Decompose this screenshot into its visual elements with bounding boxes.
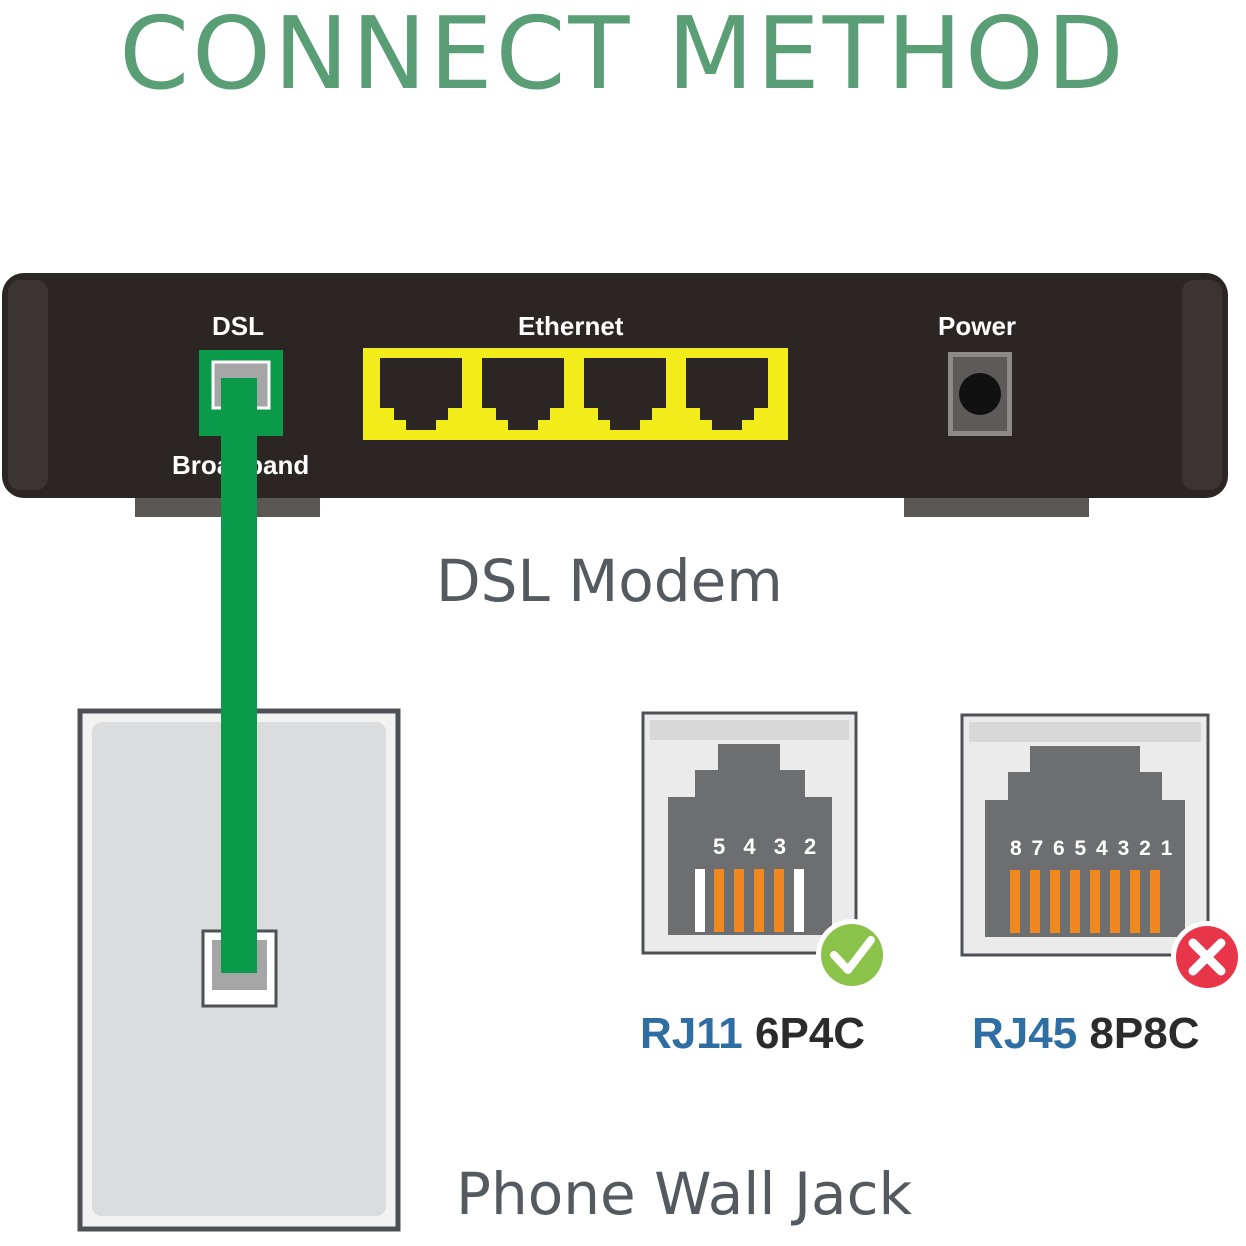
rj45-pin-numbers: 8 7 6 5 4 3 2 1 [1010, 837, 1175, 860]
ethernet-ports [380, 358, 768, 430]
power-label: Power [938, 311, 1017, 341]
rj11-pins [695, 869, 804, 932]
rj45-connector [960, 713, 1210, 957]
rj45-type: RJ45 [972, 1009, 1078, 1058]
rj45-spec: 8P8C [1089, 1009, 1200, 1058]
rj45-pins [1010, 870, 1160, 933]
modem-side-right [1182, 280, 1222, 490]
rj11-connector [641, 711, 858, 955]
rj11-pin-numbers: 5 4 3 2 [713, 834, 823, 859]
ethernet-port-3 [584, 358, 666, 430]
power-socket [959, 373, 1001, 415]
check-icon [816, 919, 888, 991]
modem-caption: DSL Modem [436, 547, 783, 615]
modem-side-left [8, 280, 48, 490]
ethernet-port-1 [380, 358, 462, 430]
rj11-type: RJ11 [640, 1009, 743, 1058]
wall-jack-caption: Phone Wall Jack [456, 1160, 913, 1228]
rj11-spec: 6P4C [755, 1009, 866, 1058]
ethernet-port-4 [686, 358, 768, 430]
ethernet-label: Ethernet [518, 311, 624, 341]
rj45-label: RJ45 8P8C [972, 1012, 1200, 1056]
rj11-label: RJ11 6P4C [640, 1012, 865, 1056]
cable-overlay [221, 440, 257, 500]
page-title: CONNECT METHOD [119, 0, 1127, 112]
dsl-port-label: DSL [212, 311, 264, 341]
cross-icon [1171, 921, 1243, 993]
ethernet-port-2 [482, 358, 564, 430]
